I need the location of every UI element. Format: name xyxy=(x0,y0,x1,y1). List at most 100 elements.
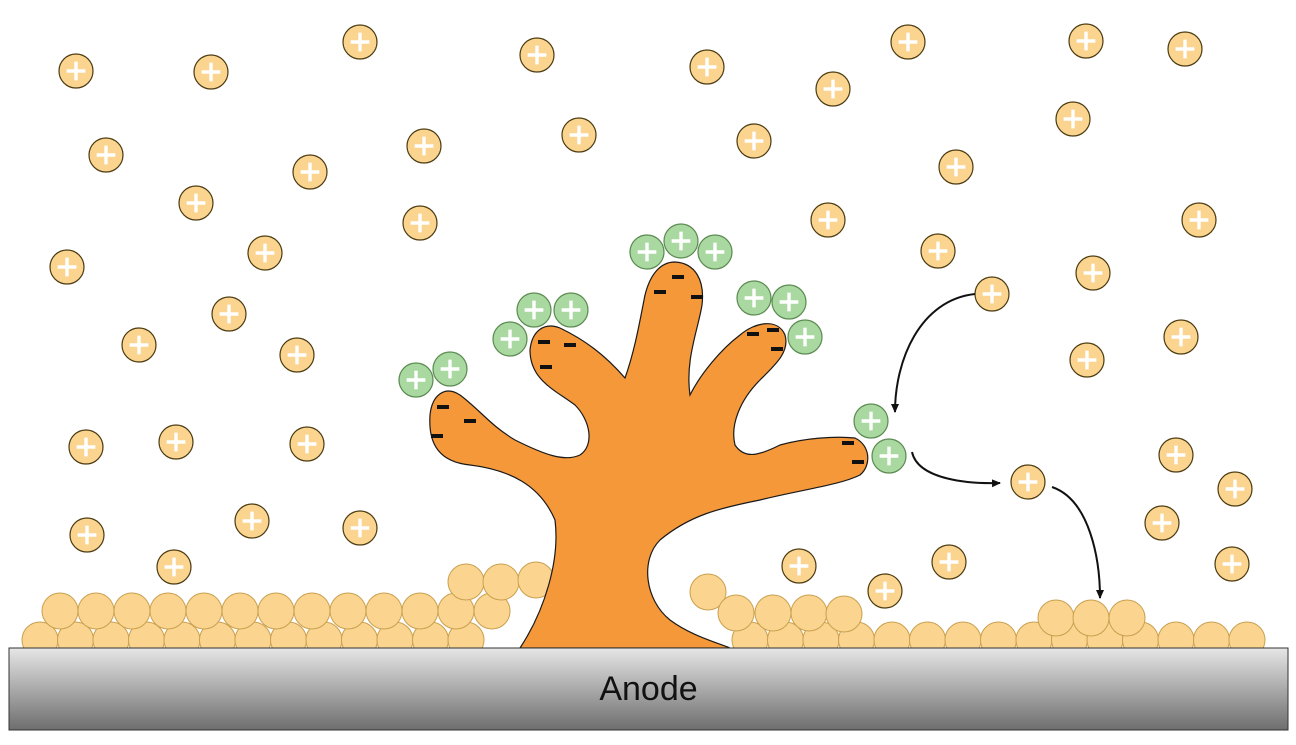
minus-icon xyxy=(538,340,550,344)
cation xyxy=(1055,101,1091,137)
cation xyxy=(736,123,772,159)
metal-deposit-layer xyxy=(21,561,1266,659)
cation xyxy=(1214,546,1250,582)
cation xyxy=(920,233,956,269)
cation xyxy=(211,296,247,332)
cation xyxy=(519,37,555,73)
cation xyxy=(1010,464,1046,500)
dendrite xyxy=(429,261,869,649)
cation xyxy=(1217,471,1253,507)
negative-charges xyxy=(431,275,864,464)
minus-icon xyxy=(464,419,476,423)
cation xyxy=(178,185,214,221)
minus-icon xyxy=(437,405,449,409)
deposit-sphere xyxy=(293,592,331,630)
deposit-sphere xyxy=(790,594,828,632)
cation xyxy=(58,53,94,89)
cation xyxy=(561,117,597,153)
adsorbed-cation xyxy=(871,438,907,474)
cation xyxy=(689,49,725,85)
deposit-sphere xyxy=(689,573,727,611)
anode-electrode xyxy=(8,647,1289,731)
minus-icon xyxy=(564,343,576,347)
adsorbed-cation xyxy=(516,292,552,328)
adsorbed-cation xyxy=(736,280,772,316)
adsorbed-cation xyxy=(771,284,807,320)
cation xyxy=(974,276,1010,312)
cation xyxy=(234,503,270,539)
cation xyxy=(68,429,104,465)
cation xyxy=(193,54,229,90)
cation xyxy=(342,510,378,546)
ion-path-arrow-3 xyxy=(1051,486,1104,599)
deposit-sphere xyxy=(1037,599,1075,637)
cation xyxy=(1167,31,1203,67)
cation xyxy=(69,517,105,553)
cation xyxy=(158,424,194,460)
cation xyxy=(931,544,967,580)
cation xyxy=(406,128,442,164)
adsorbed-cation xyxy=(398,362,434,398)
deposit-sphere xyxy=(447,563,485,601)
minus-icon xyxy=(852,460,864,464)
minus-icon xyxy=(771,347,783,351)
cation xyxy=(1163,319,1199,355)
adsorbed-cation xyxy=(432,351,468,387)
cation xyxy=(1181,202,1217,238)
deposit-sphere xyxy=(77,592,115,630)
deposit-sphere xyxy=(221,592,259,630)
minus-icon xyxy=(540,365,552,369)
cation xyxy=(156,549,192,585)
cation xyxy=(121,327,157,363)
deposit-sphere xyxy=(1108,599,1146,637)
ion-path-arrow-1 xyxy=(891,293,976,413)
deposit-sphere xyxy=(257,592,295,630)
deposit-sphere xyxy=(113,592,151,630)
cation xyxy=(279,337,315,373)
adsorbed-cation xyxy=(787,319,823,355)
deposit-sphere xyxy=(717,594,755,632)
deposit-sphere xyxy=(185,592,223,630)
adsorbed-cation xyxy=(492,321,528,357)
deposit-sphere xyxy=(754,594,792,632)
cation xyxy=(781,548,817,584)
adsorbed-cation xyxy=(663,223,699,259)
minus-icon xyxy=(767,328,779,332)
cation xyxy=(342,24,378,60)
minus-icon xyxy=(842,441,854,445)
deposit-sphere xyxy=(482,563,520,601)
cation xyxy=(815,71,851,107)
ion-path-arrow-2 xyxy=(911,451,1001,488)
minus-icon xyxy=(654,290,666,294)
cation xyxy=(1069,342,1105,378)
cation xyxy=(289,426,325,462)
cation xyxy=(88,137,124,173)
deposit-sphere xyxy=(149,592,187,630)
deposit-sphere xyxy=(401,592,439,630)
cation xyxy=(247,235,283,271)
deposit-sphere xyxy=(825,595,863,633)
adsorbed-cation xyxy=(697,234,733,270)
adsorbed-cations xyxy=(398,223,907,474)
cation xyxy=(49,249,85,285)
cation xyxy=(1068,23,1104,59)
cation xyxy=(1075,255,1111,291)
adsorbed-cation xyxy=(553,292,589,328)
deposit-sphere xyxy=(1072,599,1110,637)
cation xyxy=(890,24,926,60)
minus-icon xyxy=(747,332,759,336)
cation xyxy=(1144,505,1180,541)
adsorbed-cation xyxy=(853,403,889,439)
free-cations xyxy=(49,23,1253,609)
cation xyxy=(810,202,846,238)
deposit-sphere xyxy=(329,592,367,630)
minus-icon xyxy=(431,434,443,438)
cation xyxy=(292,154,328,190)
deposit-sphere xyxy=(365,592,403,630)
minus-icon xyxy=(672,275,684,279)
minus-icon xyxy=(691,295,703,299)
cation xyxy=(867,573,903,609)
deposit-sphere xyxy=(41,592,79,630)
adsorbed-cation xyxy=(629,234,665,270)
